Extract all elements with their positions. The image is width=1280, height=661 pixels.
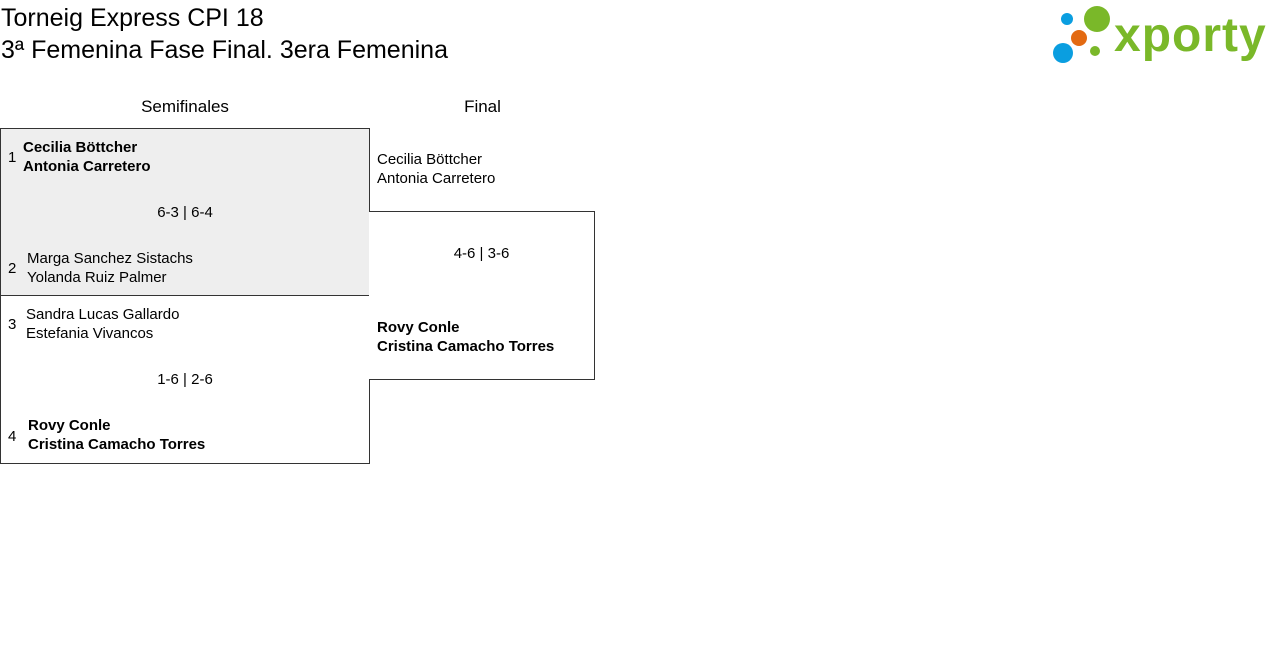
xporty-logo: xporty — [1050, 4, 1276, 68]
player-name: Rovy Conle — [28, 417, 111, 434]
team-entry[interactable]: Marga Sanchez Sistachs Yolanda Ruiz Palm… — [27, 249, 193, 287]
player-name: Cristina Camacho Torres — [377, 338, 555, 355]
team-seed: 3 — [8, 316, 17, 333]
page-title: Torneig Express CPI 18 — [1, 4, 264, 32]
team-seed: 2 — [8, 260, 17, 277]
logo-dots-icon — [1053, 6, 1110, 63]
semifinal-match-2[interactable]: 3 Sandra Lucas Gallardo Estefania Vivanc… — [0, 295, 370, 464]
team-entry-winner[interactable]: Rovy Conle Cristina Camacho Torres — [28, 416, 205, 454]
round-header-final: Final — [464, 97, 501, 116]
player-name: Rovy Conle — [377, 319, 460, 336]
player-name: Cecilia Böttcher — [23, 139, 138, 156]
player-name: Marga Sanchez Sistachs — [27, 250, 193, 267]
player-name: Cecilia Böttcher — [377, 151, 483, 168]
semifinal-match-1[interactable]: 1 Cecilia Böttcher Antonia Carretero 6-3… — [0, 128, 370, 296]
player-name: Antonia Carretero — [377, 170, 496, 187]
player-name: Sandra Lucas Gallardo — [26, 306, 180, 323]
match-score: 6-3 | 6-4 — [157, 204, 213, 221]
player-name: Cristina Camacho Torres — [28, 436, 206, 453]
match-score: 4-6 | 3-6 — [453, 245, 510, 262]
team-seed: 1 — [8, 149, 17, 166]
player-name: Estefania Vivancos — [26, 325, 154, 342]
team-entry[interactable]: Sandra Lucas Gallardo Estefania Vivancos — [26, 305, 179, 343]
round-header-semifinals: Semifinales — [141, 97, 229, 116]
page-subtitle: 3ª Femenina Fase Final. 3era Femenina — [1, 36, 448, 64]
team-entry-winner[interactable]: Rovy Conle Cristina Camacho Torres — [377, 318, 554, 356]
final-match[interactable]: 4-6 | 3-6 Rovy Conle Cristina Camacho To… — [369, 211, 595, 380]
match-score: 1-6 | 2-6 — [157, 371, 213, 388]
team-seed: 4 — [8, 428, 17, 445]
team-entry-winner[interactable]: Cecilia Böttcher Antonia Carretero — [23, 138, 151, 176]
logo-wordmark: xporty — [1114, 9, 1267, 62]
player-name: Antonia Carretero — [23, 158, 151, 175]
final-team-top[interactable]: Cecilia Böttcher Antonia Carretero — [377, 150, 495, 188]
player-name: Yolanda Ruiz Palmer — [27, 269, 167, 286]
